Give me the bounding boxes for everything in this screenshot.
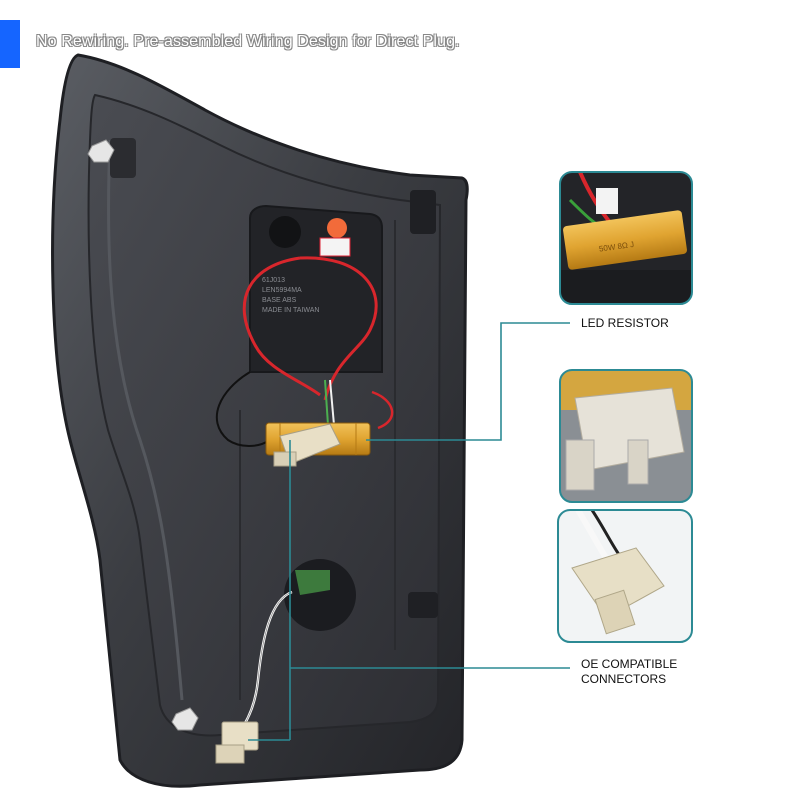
mounting-stud-top — [87, 138, 136, 178]
callout-lines — [248, 322, 570, 741]
banner-headline: No Rewiring. Pre-assembled Wiring Design… — [36, 33, 460, 50]
callout-line-resistor — [366, 322, 570, 441]
connector-bottom — [215, 721, 259, 764]
svg-text:61J013: 61J013 — [262, 277, 285, 284]
callout-label-connectors: OE COMPATIBLE CONNECTORS — [581, 657, 678, 686]
detail-resistor-photo: 50W 8Ω J — [559, 171, 693, 305]
wire-red-loop — [242, 256, 321, 397]
callout-label-resistor: LED RESISTOR — [581, 316, 669, 330]
accent-bar — [0, 20, 20, 68]
svg-text:BASE ABS: BASE ABS — [262, 297, 297, 304]
detail-connector-photo-2 — [557, 509, 693, 643]
mounting-stud-bottom — [171, 707, 199, 731]
svg-text:LEN5994MA: LEN5994MA — [262, 287, 302, 294]
svg-text:MADE IN TAIWAN: MADE IN TAIWAN — [262, 307, 319, 314]
detail-connector-photo-1 — [559, 369, 693, 503]
